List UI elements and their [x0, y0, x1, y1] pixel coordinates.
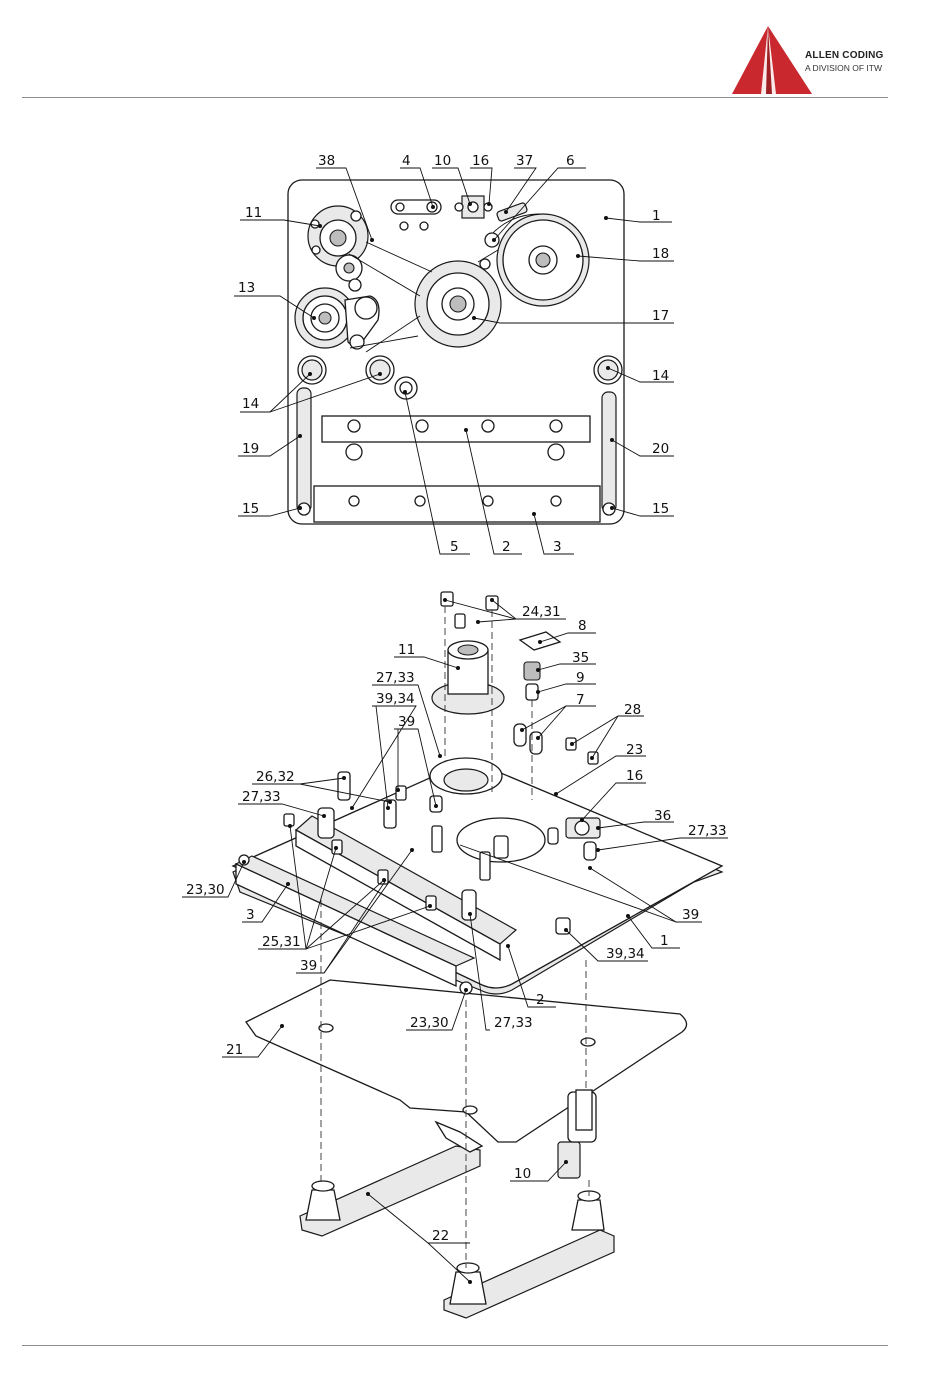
svg-text:27,33: 27,33: [242, 789, 281, 805]
exploded-view: [233, 592, 722, 1318]
svg-text:2: 2: [536, 992, 545, 1008]
svg-text:24,31: 24,31: [522, 604, 561, 620]
svg-text:1: 1: [660, 933, 669, 949]
svg-text:10: 10: [434, 153, 451, 169]
svg-text:23,30: 23,30: [186, 882, 225, 898]
callout-9: 9: [536, 670, 596, 694]
svg-text:21: 21: [226, 1042, 243, 1058]
svg-text:8: 8: [578, 618, 587, 634]
callout-35: 35: [536, 650, 596, 672]
svg-text:22: 22: [432, 1228, 449, 1244]
svg-text:3: 3: [553, 539, 562, 555]
svg-text:39,34: 39,34: [376, 691, 415, 707]
svg-text:2: 2: [502, 539, 511, 555]
svg-text:27,33: 27,33: [688, 823, 727, 839]
svg-text:23,30: 23,30: [410, 1015, 449, 1031]
svg-text:11: 11: [245, 205, 262, 221]
bar-2: [322, 416, 590, 442]
arm-20: [602, 392, 616, 512]
svg-text:39: 39: [682, 907, 699, 923]
svg-text:27,33: 27,33: [376, 670, 415, 686]
sensor-10-iso: [558, 1142, 580, 1178]
svg-text:17: 17: [652, 308, 669, 324]
front-view: [288, 180, 624, 524]
svg-text:16: 16: [472, 153, 489, 169]
svg-text:19: 19: [242, 441, 259, 457]
svg-text:4: 4: [402, 153, 411, 169]
svg-text:37: 37: [516, 153, 533, 169]
svg-text:39: 39: [300, 958, 317, 974]
svg-text:20: 20: [652, 441, 669, 457]
base-plate-top: [233, 760, 722, 988]
callout-8: 8: [538, 618, 596, 644]
svg-text:15: 15: [652, 501, 669, 517]
svg-text:3: 3: [246, 907, 255, 923]
svg-text:10: 10: [514, 1166, 531, 1182]
svg-text:16: 16: [626, 768, 643, 784]
svg-text:39,34: 39,34: [606, 946, 645, 962]
svg-text:14: 14: [242, 396, 259, 412]
svg-text:6: 6: [566, 153, 575, 169]
svg-text:18: 18: [652, 246, 669, 262]
svg-text:25,31: 25,31: [262, 934, 301, 950]
svg-text:15: 15: [242, 501, 259, 517]
svg-text:38: 38: [318, 153, 335, 169]
arm-19: [297, 388, 311, 512]
callout-27-33-left: 27,33: [238, 789, 326, 818]
callout-22: 22: [366, 1192, 472, 1284]
svg-text:27,33: 27,33: [494, 1015, 533, 1031]
svg-text:11: 11: [398, 642, 415, 658]
svg-text:5: 5: [450, 539, 459, 555]
svg-text:39: 39: [398, 714, 415, 730]
svg-text:26,32: 26,32: [256, 769, 295, 785]
svg-text:13: 13: [238, 280, 255, 296]
